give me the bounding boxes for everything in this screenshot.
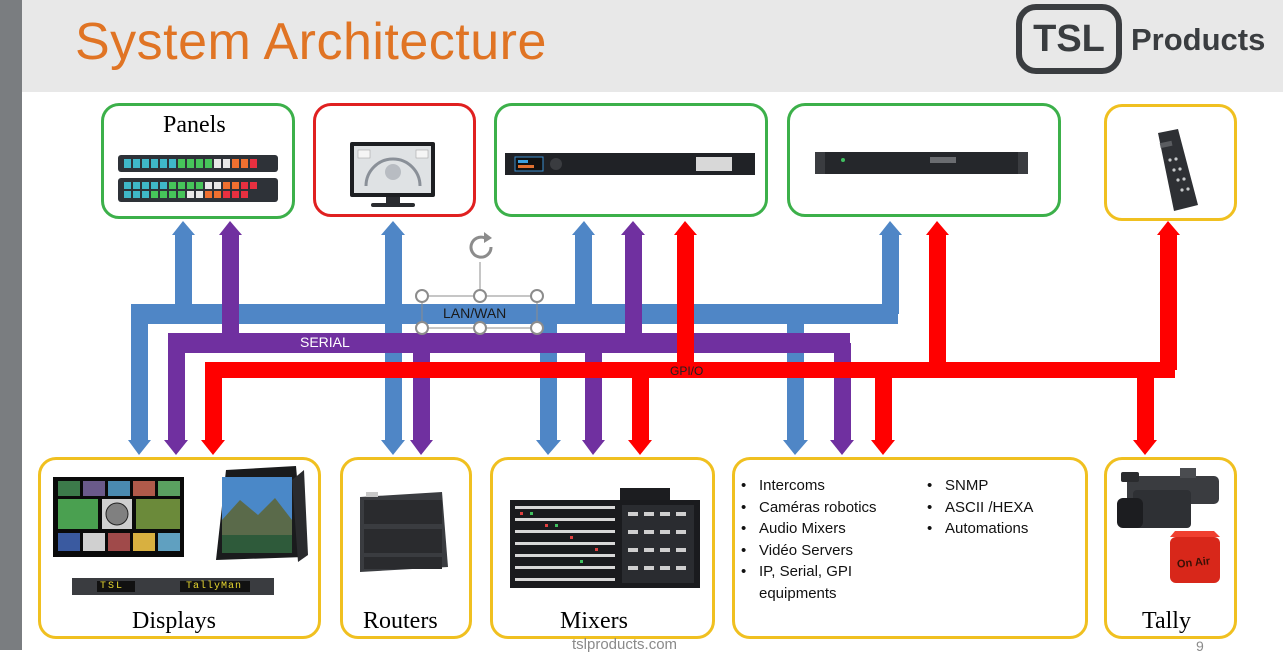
header-band <box>22 0 1283 92</box>
page-number: 9 <box>1196 638 1204 654</box>
device-list-left: Intercoms Caméras robotics Audio Mixers … <box>737 475 912 604</box>
rotate-handle-icon <box>469 232 493 259</box>
multiviewer-display-icon <box>53 477 184 557</box>
remote-panel-icon <box>1158 129 1198 211</box>
reference-monitor-icon <box>216 466 308 562</box>
left-accent-bar <box>0 0 22 650</box>
serial-label: SERIAL <box>300 334 350 350</box>
vision-mixer-icon <box>510 488 700 588</box>
camera-tally-icon <box>1117 468 1219 528</box>
displays-label: Displays <box>132 608 216 634</box>
tally-strip-icon <box>72 578 274 595</box>
tally-label: Tally <box>1142 608 1191 634</box>
lan-wan-label: LAN/WAN <box>443 305 507 321</box>
slide-title: System Architecture <box>75 13 547 71</box>
routers-label: Routers <box>363 608 438 634</box>
tsl-logo-text: Products <box>1131 22 1266 57</box>
gpio-bus <box>201 221 1180 455</box>
list-item: Vidéo Servers <box>737 540 912 562</box>
list-item: Caméras robotics <box>737 497 912 519</box>
gpio-label: GPI/O <box>670 364 704 378</box>
tally-strip-left-text: TSL <box>100 581 125 592</box>
mixers-label: Mixers <box>560 608 628 634</box>
serial-bus <box>164 221 854 455</box>
rack-unit-icon-1 <box>505 153 755 175</box>
tally-strip-right-text: TallyMan <box>186 581 243 592</box>
router-frame-icon <box>360 492 448 572</box>
rack-unit-icon-2 <box>815 152 1028 174</box>
list-item: IP, Serial, GPI equipments <box>737 561 889 604</box>
control-panels-icon <box>118 155 278 202</box>
on-air-light-icon <box>1170 531 1220 583</box>
selection-handles <box>415 262 544 335</box>
list-item: Automations <box>923 518 1073 540</box>
list-item: Audio Mixers <box>737 518 912 540</box>
monitor-icon <box>350 142 435 207</box>
list-item: Intercoms <box>737 475 912 497</box>
list-item: ASCII /HEXA <box>923 497 1073 519</box>
list-item: SNMP <box>923 475 1073 497</box>
panels-label: Panels <box>163 112 226 138</box>
device-list-right: SNMP ASCII /HEXA Automations <box>923 475 1073 540</box>
footer-url: tslproducts.com <box>572 636 678 653</box>
tsl-logo-mark: TSL <box>1016 4 1122 74</box>
